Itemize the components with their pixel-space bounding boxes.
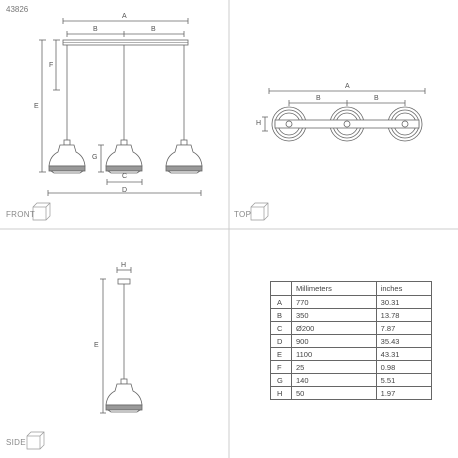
dim-label-b-front-right: B [151,26,156,33]
table-header-key [270,281,292,296]
row-key: G [270,373,292,387]
row-mm: Ø200 [291,321,377,335]
row-mm: 900 [291,334,377,348]
table-header-in: inches [375,281,433,296]
row-in: 7.87 [375,321,433,335]
row-mm: 770 [291,295,377,309]
table-header-mm: Millimeters [291,281,377,296]
row-key: F [270,360,292,374]
front-view-label: FRONT [6,210,36,219]
product-id: 43826 [6,5,29,14]
row-in: 30.31 [375,295,433,309]
row-in: 0.98 [375,360,433,374]
row-mm: 350 [291,308,377,322]
row-in: 43.31 [375,347,433,361]
dim-label-g-front: G [92,154,98,161]
dim-label-h-top: H [256,120,262,127]
dim-label-a-front: A [122,13,127,20]
dim-label-e-front: E [34,103,39,110]
dim-label-a-top: A [345,83,350,90]
top-view-drawing [250,88,426,221]
dim-label-f-front: F [49,62,54,69]
row-mm: 25 [291,360,377,374]
row-mm: 50 [291,386,377,400]
dim-label-b-top-right: B [374,95,379,102]
table-header-row: Millimeters inches [270,281,433,296]
row-key: C [270,321,292,335]
row-key: H [270,386,292,400]
row-key: E [270,347,292,361]
row-in: 13.78 [375,308,433,322]
row-mm: 1100 [291,347,377,361]
row-in: 1.97 [375,386,433,400]
row-mm: 140 [291,373,377,387]
dim-label-h-side: H [121,262,127,269]
front-view-drawing [32,18,203,221]
dim-label-d-front: D [122,187,128,194]
row-key: A [270,295,292,309]
dim-label-c-front: C [122,173,128,180]
row-key: D [270,334,292,348]
side-view-label: SIDE [6,438,26,447]
top-view-label: TOP [234,210,252,219]
row-in: 5.51 [375,373,433,387]
dim-label-e-side: E [94,342,99,349]
dim-label-b-top-left: B [316,95,321,102]
side-view-drawing [26,267,143,450]
row-in: 35.43 [375,334,433,348]
dim-label-b-front-left: B [93,26,98,33]
row-key: B [270,308,292,322]
